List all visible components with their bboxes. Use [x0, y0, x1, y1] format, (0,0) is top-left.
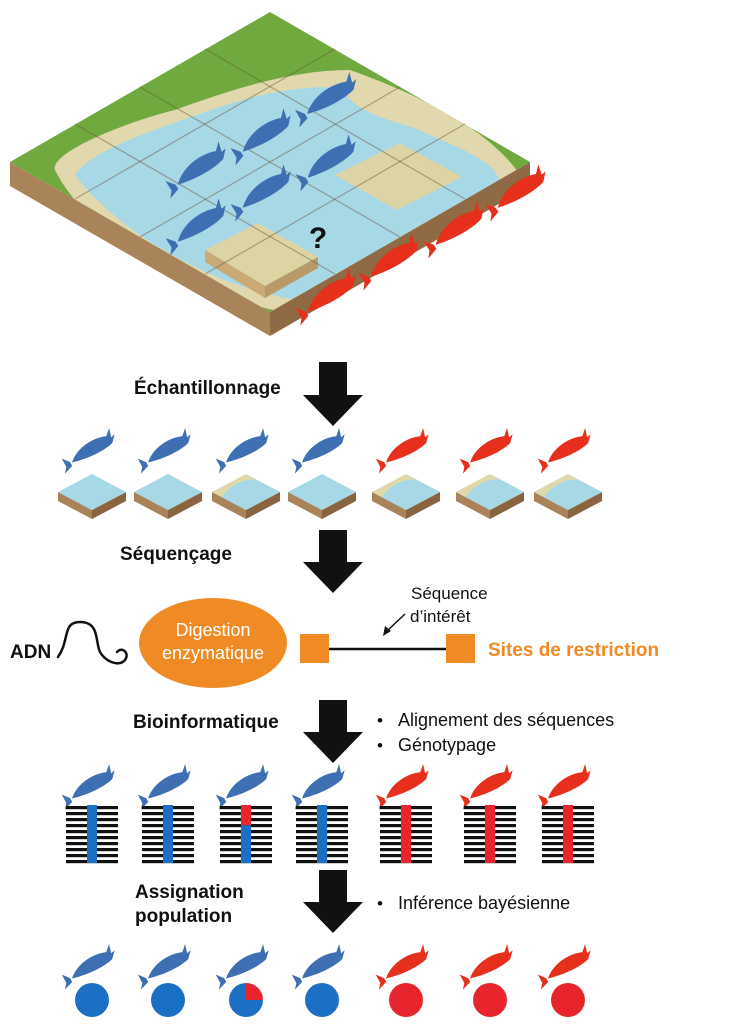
assigned-fish-red [369, 942, 436, 990]
sample-fish-red [369, 426, 436, 474]
habitat-tile [212, 474, 280, 519]
assignment-bullet-bayesian: Inférence bayésienne [398, 893, 570, 913]
restriction-site-right [446, 634, 475, 663]
assignment-pie [389, 983, 423, 1017]
sand-bank-center [335, 143, 462, 210]
unknown-origin-mark: ? [309, 222, 327, 255]
sequence-pointer-arrow [387, 613, 406, 631]
restriction-sites-label: Sites de restriction [488, 640, 659, 661]
arrow-bioinformatics [303, 700, 363, 763]
arrow-sampling [303, 362, 363, 426]
bullet-icon: • [377, 736, 383, 755]
digestion-label-2: enzymatique [162, 643, 264, 663]
arrow-assignment [303, 870, 363, 933]
genotype-markers [380, 805, 432, 864]
step-label-assignment-2: population [135, 906, 232, 927]
dna-label: ADN [10, 642, 51, 663]
step-label-assignment-1: Assignation [135, 882, 244, 903]
bioinfo-bullet-genotyping: Génotypage [398, 735, 496, 755]
sample-fish-red [531, 426, 598, 474]
step-label-bioinformatics: Bioinformatique [133, 712, 279, 733]
habitat-tile [58, 474, 126, 519]
sample-fish-blue [131, 426, 198, 474]
genotype-fish-red [369, 762, 436, 810]
sample-rows [55, 426, 602, 1017]
sample-fish-blue [285, 426, 352, 474]
digestion-label-1: Digestion [175, 620, 250, 640]
habitat-tile [134, 474, 202, 519]
assignment-pie [305, 983, 339, 1017]
genotype-markers [296, 805, 348, 864]
arrow-sequencing [303, 530, 363, 593]
genotype-fish-blue [209, 762, 276, 810]
genotype-markers [464, 805, 516, 864]
sequence-of-interest-label-1: Séquence [411, 584, 488, 603]
step-label-sequencing: Séquençage [120, 544, 232, 565]
dna-strand-icon [56, 620, 128, 665]
assigned-fish-red [531, 942, 598, 990]
habitat-tile [372, 474, 440, 519]
habitat-tile [456, 474, 524, 519]
assignment-pie [551, 983, 585, 1017]
sample-fish-blue [209, 426, 276, 474]
assignment-pie [151, 983, 185, 1017]
genotype-markers [542, 805, 594, 864]
assigned-fish-blue [285, 942, 352, 990]
habitat-tile [288, 474, 356, 519]
assignment-pie [473, 983, 507, 1017]
genotype-fish-red [453, 762, 520, 810]
sample-fish-red [453, 426, 520, 474]
genotype-fish-blue [55, 762, 122, 810]
assignment-pie [75, 983, 109, 1017]
genotype-markers [66, 805, 118, 864]
bioinfo-bullet-alignment: Alignement des séquences [398, 710, 614, 730]
sand-bank-lower [205, 223, 318, 286]
bullet-icon: • [377, 894, 383, 913]
genotype-fish-red [531, 762, 598, 810]
assigned-fish-blue [55, 942, 122, 990]
landscape-grid [74, 48, 466, 275]
assigned-fish-blue [209, 942, 276, 990]
sequence-of-interest-label-2: d’intérêt [410, 607, 471, 626]
assigned-fish-blue [131, 942, 198, 990]
restriction-site-left [300, 634, 329, 663]
genotype-markers [220, 805, 272, 864]
step-label-sampling: Échantillonnage [134, 377, 281, 399]
genotype-markers [142, 805, 194, 864]
bullet-icon: • [377, 711, 383, 730]
enzymatic-digestion-blob [139, 598, 287, 688]
habitat-tile [534, 474, 602, 519]
landscape-left-side [10, 162, 270, 336]
genotype-fish-blue [285, 762, 352, 810]
assigned-fish-red [453, 942, 520, 990]
landscape-map: ? [10, 12, 556, 336]
sample-fish-blue [55, 426, 122, 474]
genotype-fish-blue [131, 762, 198, 810]
assignment-pie [229, 983, 263, 1017]
